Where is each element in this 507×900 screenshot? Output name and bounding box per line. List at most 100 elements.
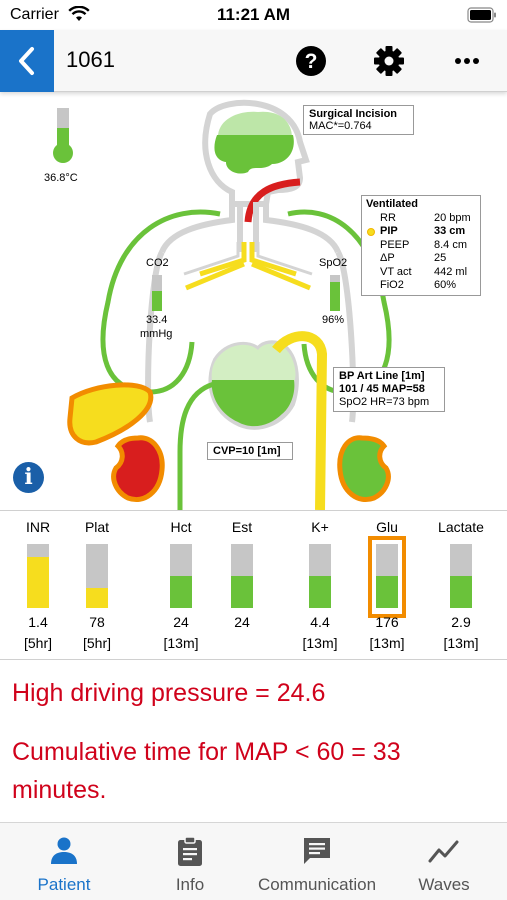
patient-body-diagram: 36.8°C Surgical Incision MAC*=0.764 Vent… bbox=[0, 92, 507, 510]
co2-unit: mmHg bbox=[140, 328, 173, 340]
tab-label: Info bbox=[175, 875, 205, 894]
mac-value: MAC*=0.764 bbox=[309, 120, 372, 132]
bp-title: BP Art Line [1m] bbox=[339, 370, 425, 382]
lab-item-k[interactable]: K+ 4.4 [13m] bbox=[290, 511, 350, 661]
lab-name: Hct bbox=[170, 519, 192, 535]
tab-waves[interactable]: Waves bbox=[398, 823, 490, 900]
lab-time: [5hr] bbox=[23, 635, 52, 651]
alert-dot-icon bbox=[367, 228, 375, 236]
ventilation-param-label: FiO2 bbox=[380, 279, 404, 291]
ventilation-param-label: PEEP bbox=[380, 238, 410, 251]
lab-item-inr[interactable]: INR 1.4 [5hr] bbox=[8, 511, 68, 661]
cvp-box[interactable]: CVP=10 [1m] bbox=[207, 442, 293, 460]
info-icon[interactable]: i bbox=[13, 462, 44, 493]
lab-value: 24 bbox=[173, 614, 189, 630]
surgical-incision-box[interactable]: Surgical Incision MAC*=0.764 bbox=[303, 105, 414, 135]
lab-level-bar bbox=[27, 544, 49, 608]
lab-level-bar bbox=[231, 544, 253, 608]
lab-level-bar bbox=[376, 544, 398, 608]
lab-name: K+ bbox=[311, 519, 329, 535]
lab-item-est[interactable]: Est 24 bbox=[212, 511, 272, 661]
co2-label: CO2 bbox=[146, 257, 169, 269]
alert-map-duration: Cumulative time for MAP < 60 = 33 minute… bbox=[12, 738, 401, 804]
back-button[interactable] bbox=[0, 30, 54, 92]
lab-name: Glu bbox=[376, 519, 398, 535]
lab-level-bar bbox=[170, 544, 192, 608]
bp-value: 101 / 45 MAP=58 bbox=[339, 383, 425, 395]
wave-chart-icon bbox=[428, 840, 459, 863]
lab-name: INR bbox=[25, 519, 51, 535]
tab-patient[interactable]: Patient bbox=[8, 823, 120, 900]
spo2-gauge bbox=[330, 275, 340, 311]
ventilation-row: FiO2 60% bbox=[366, 279, 476, 293]
lab-level-fill bbox=[231, 576, 253, 608]
lab-item-hct[interactable]: Hct 24 [13m] bbox=[151, 511, 211, 661]
question-circle-icon[interactable]: ? bbox=[294, 44, 328, 78]
lab-value: 24 bbox=[234, 614, 250, 630]
bronchi bbox=[185, 242, 311, 291]
ventilation-row: PIP 33 cm bbox=[366, 225, 476, 239]
lab-value: 1.4 bbox=[28, 614, 48, 630]
lab-time: [13m] bbox=[302, 635, 338, 651]
patient-id-title: 1061 bbox=[66, 47, 115, 72]
lab-level-bar bbox=[309, 544, 331, 608]
ventilation-param-label: ΔP bbox=[380, 252, 395, 264]
trachea bbox=[237, 202, 259, 252]
clipboard-icon bbox=[178, 836, 202, 866]
ventilation-param-value: 60% bbox=[434, 279, 457, 291]
lab-level-bar bbox=[86, 544, 108, 608]
battery-icon bbox=[467, 7, 496, 23]
ventilation-param-label: PIP bbox=[380, 225, 398, 237]
heart-icon bbox=[208, 340, 299, 430]
airway-tube bbox=[244, 178, 301, 223]
ventilation-param-value: 33 cm bbox=[434, 225, 466, 237]
thermometer-icon bbox=[53, 108, 73, 163]
lab-level-fill bbox=[376, 576, 398, 608]
lab-value: 2.9 bbox=[451, 614, 471, 630]
lab-time: [5hr] bbox=[82, 635, 111, 651]
tab-bar: Patient Info Communication Waves bbox=[0, 822, 507, 900]
lab-level-fill bbox=[450, 576, 472, 608]
chat-icon bbox=[304, 838, 330, 864]
spo2-hr-value: SpO2 HR=73 bpm bbox=[339, 396, 430, 408]
right-kidney-icon bbox=[337, 435, 391, 502]
vena-cava bbox=[177, 381, 215, 510]
lab-time: [13m] bbox=[369, 635, 405, 651]
lab-value: 4.4 bbox=[310, 614, 330, 630]
tab-label: Communication bbox=[257, 875, 377, 894]
left-lung bbox=[100, 209, 221, 395]
body-illustration bbox=[53, 99, 392, 510]
ventilation-title: Ventilated bbox=[366, 198, 418, 210]
ventilation-param-value: 8.4 cm bbox=[434, 238, 468, 251]
spo2-value: 96% bbox=[322, 314, 345, 326]
status-bar: Carrier 11:21 AM bbox=[0, 0, 507, 30]
more-horizontal-icon[interactable] bbox=[450, 44, 484, 78]
temperature-value: 36.8°C bbox=[44, 172, 78, 184]
ventilation-param-label: VT act bbox=[380, 265, 412, 278]
surgical-incision-title: Surgical Incision bbox=[309, 108, 398, 120]
alerts-panel: High driving pressure = 24.6 Cumulative … bbox=[12, 674, 497, 809]
lab-highlight-frame bbox=[368, 536, 406, 618]
lab-level-fill bbox=[170, 576, 192, 608]
wifi-icon bbox=[68, 6, 90, 21]
bp-art-line-box[interactable]: BP Art Line [1m] 101 / 45 MAP=58 SpO2 HR… bbox=[333, 367, 445, 412]
lab-name: Est bbox=[231, 519, 253, 535]
lab-level-fill bbox=[86, 588, 108, 608]
co2-gauge bbox=[152, 275, 162, 311]
lab-time: [13m] bbox=[163, 635, 199, 651]
lab-level-fill bbox=[309, 576, 331, 608]
tab-info[interactable]: Info bbox=[140, 823, 240, 900]
aorta bbox=[272, 331, 328, 510]
lab-level-bar bbox=[450, 544, 472, 608]
brain-icon bbox=[214, 111, 294, 174]
gear-icon[interactable] bbox=[372, 44, 406, 78]
tab-communication[interactable]: Communication bbox=[252, 823, 382, 900]
